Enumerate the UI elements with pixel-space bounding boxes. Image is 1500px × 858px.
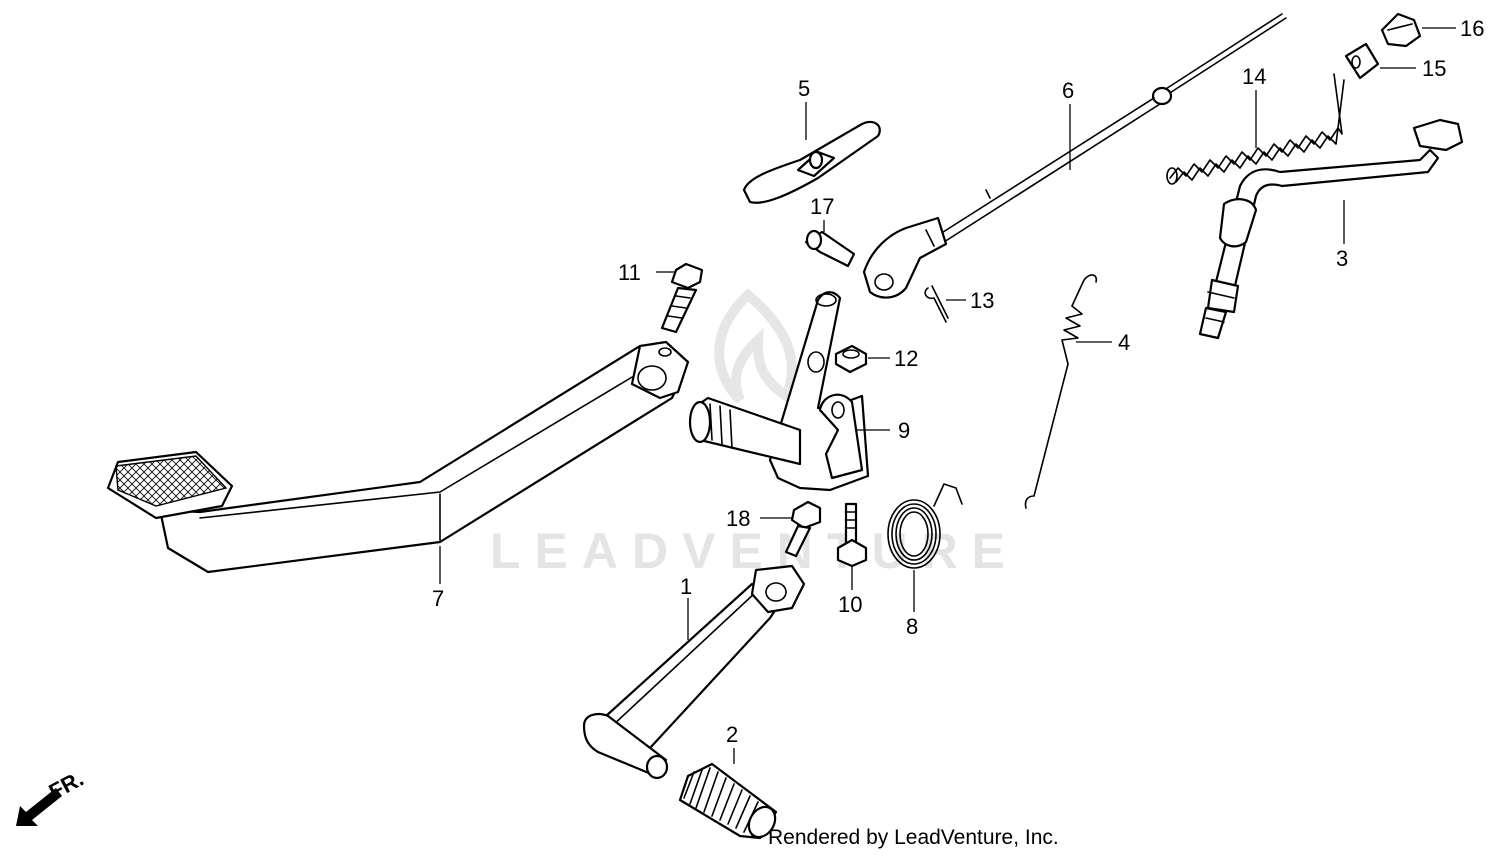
- part-7-brake-pedal: [106, 340, 690, 574]
- flame-logo-icon: [714, 288, 797, 404]
- callout-2: 2: [726, 722, 738, 747]
- part-3-brake-rod: [1198, 118, 1464, 340]
- callout-8: 8: [906, 614, 918, 639]
- callout-4: 4: [1118, 330, 1130, 355]
- front-arrow-icon: [16, 788, 62, 826]
- callout-15: 15: [1422, 56, 1446, 81]
- callout-14: 14: [1242, 64, 1266, 89]
- watermark-text: LEADVENTURE: [490, 523, 1019, 579]
- callout-17: 17: [810, 194, 834, 219]
- callout-13: 13: [970, 288, 994, 313]
- part-2-pedal-rubber: [678, 762, 778, 840]
- callout-9: 9: [898, 418, 910, 443]
- part-8-return-spring: [887, 483, 963, 569]
- part-15-joint: [1344, 42, 1380, 80]
- callout-3: 3: [1336, 246, 1348, 271]
- part-6-brake-cable: [862, 13, 1287, 299]
- callout-18: 18: [726, 506, 750, 531]
- callout-labels: 1 2 3 4 5 6 7 8 9 10 11 12 13 14 15 16 1…: [432, 16, 1484, 747]
- part-1-change-pedal: [582, 564, 806, 780]
- footer-credit: Rendered by LeadVenture, Inc.: [768, 826, 1059, 849]
- callout-6: 6: [1062, 78, 1074, 103]
- part-4-spring: [1024, 274, 1098, 509]
- part-13-cotter-pin: [924, 285, 949, 323]
- part-5-plate: [742, 120, 881, 204]
- part-11-bolt: [660, 262, 704, 334]
- callout-7: 7: [432, 586, 444, 611]
- part-17-pin: [804, 229, 856, 268]
- callout-16: 16: [1460, 16, 1484, 41]
- part-9-brake-arm: [688, 291, 870, 492]
- callout-5: 5: [798, 76, 810, 101]
- part-10-bolt: [836, 502, 868, 568]
- part-16-adjusting-nut: [1380, 12, 1422, 48]
- callout-11: 11: [618, 260, 641, 285]
- leader-lines: [439, 27, 1456, 764]
- callout-10: 10: [838, 592, 862, 617]
- part-12-nut: [834, 344, 868, 374]
- part-18-bolt: [784, 500, 822, 558]
- callout-12: 12: [894, 346, 918, 371]
- callout-1: 1: [680, 574, 692, 599]
- watermark: LEADVENTURE: [490, 288, 1019, 579]
- part-14-spring: [1166, 73, 1345, 185]
- front-direction-indicator: FR.: [16, 766, 88, 826]
